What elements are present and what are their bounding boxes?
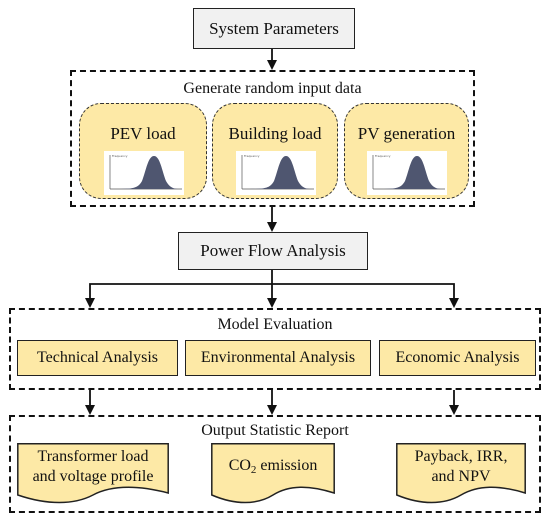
output-report-title: Output Statistic Report: [201, 422, 349, 439]
generate-input-title: Generate random input data: [183, 80, 362, 97]
output-payback-irr-npv: Payback, IRR, and NPV: [396, 443, 526, 507]
output-co2-emission: CO2 emission: [211, 443, 335, 507]
pv-generation-title: PV generation: [357, 124, 456, 143]
document-shape: [396, 443, 526, 504]
co2-emission-label: CO2 emission: [228, 457, 318, 476]
environmental-analysis-label: Environmental Analysis: [200, 349, 356, 366]
building-load-card: Building load Frequency: [212, 103, 338, 199]
model-evaluation-group: Model Evaluation Technical Analysis Envi…: [9, 308, 541, 390]
economic-analysis-box: Economic Analysis: [379, 340, 536, 376]
environmental-analysis-box: Environmental Analysis: [185, 340, 371, 376]
system-parameters-box: System Parameters: [193, 8, 355, 49]
pev-load-title: PEV load: [110, 124, 176, 143]
transformer-load-line1: Transformer load: [37, 448, 149, 465]
document-shape: [211, 443, 335, 504]
building-load-title: Building load: [228, 124, 322, 143]
distribution-chart-icon: Frequency: [236, 151, 316, 200]
output-transformer-load: Transformer load and voltage profile: [17, 443, 169, 507]
payback-line1: Payback, IRR,: [414, 448, 508, 465]
power-flow-analysis-box: Power Flow Analysis: [178, 232, 368, 270]
document-shape: [17, 443, 169, 504]
transformer-load-line2: and voltage profile: [32, 468, 154, 485]
payback-line2: and NPV: [431, 468, 491, 485]
model-evaluation-title: Model Evaluation: [217, 316, 333, 333]
system-parameters-label: System Parameters: [209, 18, 339, 38]
pev-load-card: PEV load Frequency: [79, 103, 207, 199]
mini-chart-ylabel: Frequency: [112, 154, 128, 158]
technical-analysis-label: Technical Analysis: [36, 349, 159, 366]
distribution-chart-icon: Frequency: [104, 151, 184, 200]
pv-generation-card: PV generation Frequency: [344, 103, 469, 199]
distribution-chart-icon: Frequency: [367, 151, 447, 200]
output-report-group: Output Statistic Report Transformer load…: [9, 415, 541, 513]
mini-chart-ylabel: Frequency: [375, 154, 391, 158]
branch-connector: [89, 283, 455, 306]
power-flow-analysis-label: Power Flow Analysis: [200, 241, 346, 260]
mini-chart-ylabel: Frequency: [244, 154, 260, 158]
technical-analysis-box: Technical Analysis: [17, 340, 178, 376]
generate-input-group: Generate random input data PEV load Freq…: [70, 70, 475, 207]
economic-analysis-label: Economic Analysis: [395, 349, 520, 366]
